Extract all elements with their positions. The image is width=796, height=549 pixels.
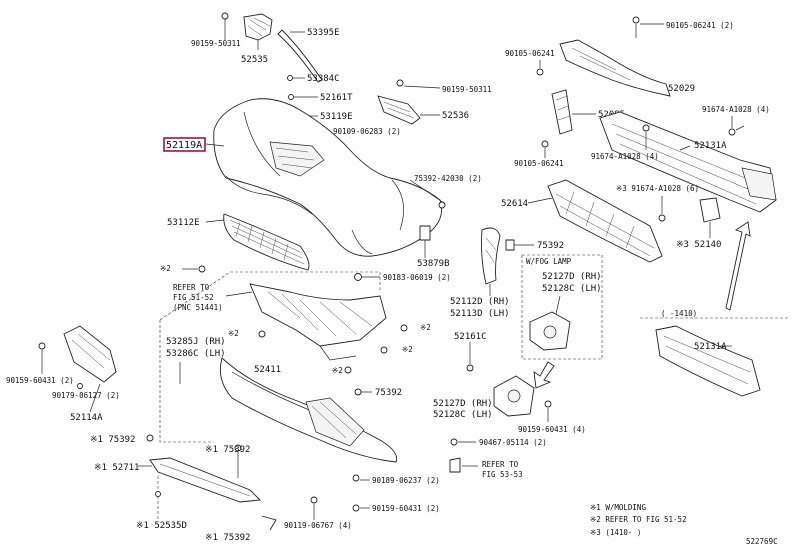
label-90159-50311-b[interactable]: 90159-50311	[442, 85, 492, 94]
part-52112d-trim[interactable]	[481, 227, 501, 285]
label-53384c[interactable]: 53384C	[307, 74, 340, 84]
label-52029[interactable]: 52029	[668, 84, 695, 94]
label-52112d[interactable]: 52112D (RH)	[450, 297, 510, 307]
label-refer-fig-b1[interactable]: REFER TO	[482, 460, 519, 469]
label-91674-a1028-b[interactable]: 91674-A1028 (4)	[591, 152, 659, 161]
arrow-up	[725, 221, 751, 311]
clip-75392-x1c[interactable]	[261, 515, 277, 531]
part-fog-lamp-bezel[interactable]	[529, 311, 571, 351]
label-52128c-a[interactable]: 52128C (LH)	[542, 284, 602, 294]
label-52140[interactable]: ※3 52140	[676, 240, 721, 250]
label-52161c[interactable]: 52161C	[454, 332, 487, 342]
label-75392-x1c[interactable]: ※1 75392	[205, 533, 250, 543]
part-52131a-reinforcement[interactable]	[599, 111, 777, 213]
label-75392-b[interactable]: 75392	[537, 241, 564, 251]
label-x2-a[interactable]: ※2	[160, 264, 171, 273]
label-52119a[interactable]: 52119A	[166, 140, 202, 151]
part-52131a-reinforcement-old[interactable]	[655, 325, 761, 397]
label-75392-a[interactable]: 75392	[375, 388, 402, 398]
label-52614[interactable]: 52614	[501, 199, 528, 209]
part-52536-bracket[interactable]	[377, 79, 421, 125]
part-52127d-bezel[interactable]	[493, 375, 535, 417]
note-2[interactable]: ※2 REFER TO FIG 51-52	[590, 515, 687, 524]
label-90105-06241-c[interactable]: 90105-06241	[514, 159, 564, 168]
part-52114a-bracket[interactable]	[63, 325, 117, 383]
label-x2-e[interactable]: ※2	[332, 366, 343, 375]
label-75392-x1a[interactable]: ※1 75392	[90, 435, 135, 445]
label-91674-a1028-c[interactable]: ※3 91674-A1028 (6)	[616, 184, 699, 193]
label-52536[interactable]: 52536	[442, 111, 469, 121]
label-90159-60431-b[interactable]: 90159-60431 (4)	[518, 425, 586, 434]
label-75392-x1b[interactable]: ※1 75392	[205, 445, 250, 455]
label-52131a-b[interactable]: 52131A	[694, 342, 727, 352]
label-90105-06241-a[interactable]: 90105-06241 (2)	[666, 21, 734, 30]
label-x2-d[interactable]: ※2	[402, 345, 413, 354]
part-52535-bracket[interactable]	[221, 12, 273, 41]
fog-lamp-box	[521, 254, 603, 360]
label-90119-06767[interactable]: 90119-06767 (4)	[284, 521, 352, 530]
label-90159-60431-c[interactable]: 90159-60431 (2)	[372, 504, 440, 513]
highlight-box-52119a[interactable]	[163, 137, 206, 152]
label-90467-05114[interactable]: 90467-05114 (2)	[479, 438, 547, 447]
label-52411[interactable]: 52411	[254, 365, 281, 375]
label-refer-fig-a3[interactable]: (PNC 51441)	[173, 303, 223, 312]
label-fog-lamp[interactable]: W/FOG LAMP	[526, 257, 572, 266]
label-52711[interactable]: ※1 52711	[94, 463, 139, 473]
label-90159-50311-a[interactable]: 90159-50311	[191, 39, 241, 48]
label-52127d-a[interactable]: 52127D (RH)	[542, 272, 602, 282]
part-52119a-bumper-cover[interactable]	[213, 98, 443, 257]
label-90109-06283[interactable]: 90109-06283 (2)	[333, 127, 401, 136]
part-52411-lower-spoiler[interactable]	[219, 357, 398, 463]
label-52161t[interactable]: 52161T	[320, 93, 353, 103]
label-52131a-a[interactable]: 52131A	[694, 141, 727, 151]
label-52127d-b[interactable]: 52127D (RH)	[433, 399, 493, 409]
label-90189-06237[interactable]: 90189-06237 (2)	[372, 476, 440, 485]
label-53879b[interactable]: 53879B	[417, 259, 450, 269]
diagram-code: 522769C	[746, 537, 778, 546]
label-53286c[interactable]: 53286C (LH)	[166, 349, 226, 359]
arrow-fog	[533, 361, 555, 389]
label-90105-06241-b[interactable]: 90105-06241	[505, 49, 555, 58]
label-52535[interactable]: 52535	[241, 55, 268, 65]
label-91674-a1028-a[interactable]: 91674-A1028 (4)	[702, 105, 770, 114]
label-52113d[interactable]: 52113D (LH)	[450, 309, 510, 319]
part-52614-absorber[interactable]	[547, 179, 663, 263]
label-refer-fig-a1[interactable]: REFER TO	[173, 283, 210, 292]
note-1[interactable]: ※1 W/MOLDING	[590, 503, 646, 512]
label-53119e[interactable]: 53119E	[320, 112, 353, 122]
clip-53384c[interactable]	[287, 75, 293, 81]
label-90179-06127[interactable]: 90179-06127 (2)	[52, 391, 120, 400]
part-bumper-support[interactable]	[249, 283, 387, 361]
part-52085-bracket[interactable]	[551, 89, 573, 135]
part-53879b[interactable]	[419, 225, 431, 241]
label-75392-42030[interactable]: 75392-42030 (2)	[414, 174, 482, 183]
label-90183-06019[interactable]: 90183-06019 (2)	[383, 273, 451, 282]
label-x2-b[interactable]: ※2	[228, 329, 239, 338]
part-53112e-grille[interactable]	[223, 213, 310, 271]
part-52029-bracket[interactable]	[559, 39, 671, 97]
label-53112e[interactable]: 53112E	[167, 218, 200, 228]
part-52711-molding[interactable]	[149, 457, 261, 503]
part-52140[interactable]	[699, 197, 721, 223]
note-3[interactable]: ※3 (1410- )	[590, 528, 641, 537]
label-52535d[interactable]: ※1 52535D	[136, 521, 187, 531]
label-90159-60431-a[interactable]: 90159-60431 (2)	[6, 376, 74, 385]
label-53395e[interactable]: 53395E	[307, 28, 340, 38]
label-x2-c[interactable]: ※2	[420, 323, 431, 332]
label-52114a[interactable]: 52114A	[70, 413, 103, 423]
label-53285j[interactable]: 53285J (RH)	[166, 337, 226, 347]
part-53395e-strip[interactable]	[277, 29, 323, 83]
label-refer-fig-b2[interactable]: FIG 53-53	[482, 470, 523, 479]
label-52128c-b[interactable]: 52128C (LH)	[433, 410, 493, 420]
label-range[interactable]: ( -1410)	[661, 309, 697, 318]
